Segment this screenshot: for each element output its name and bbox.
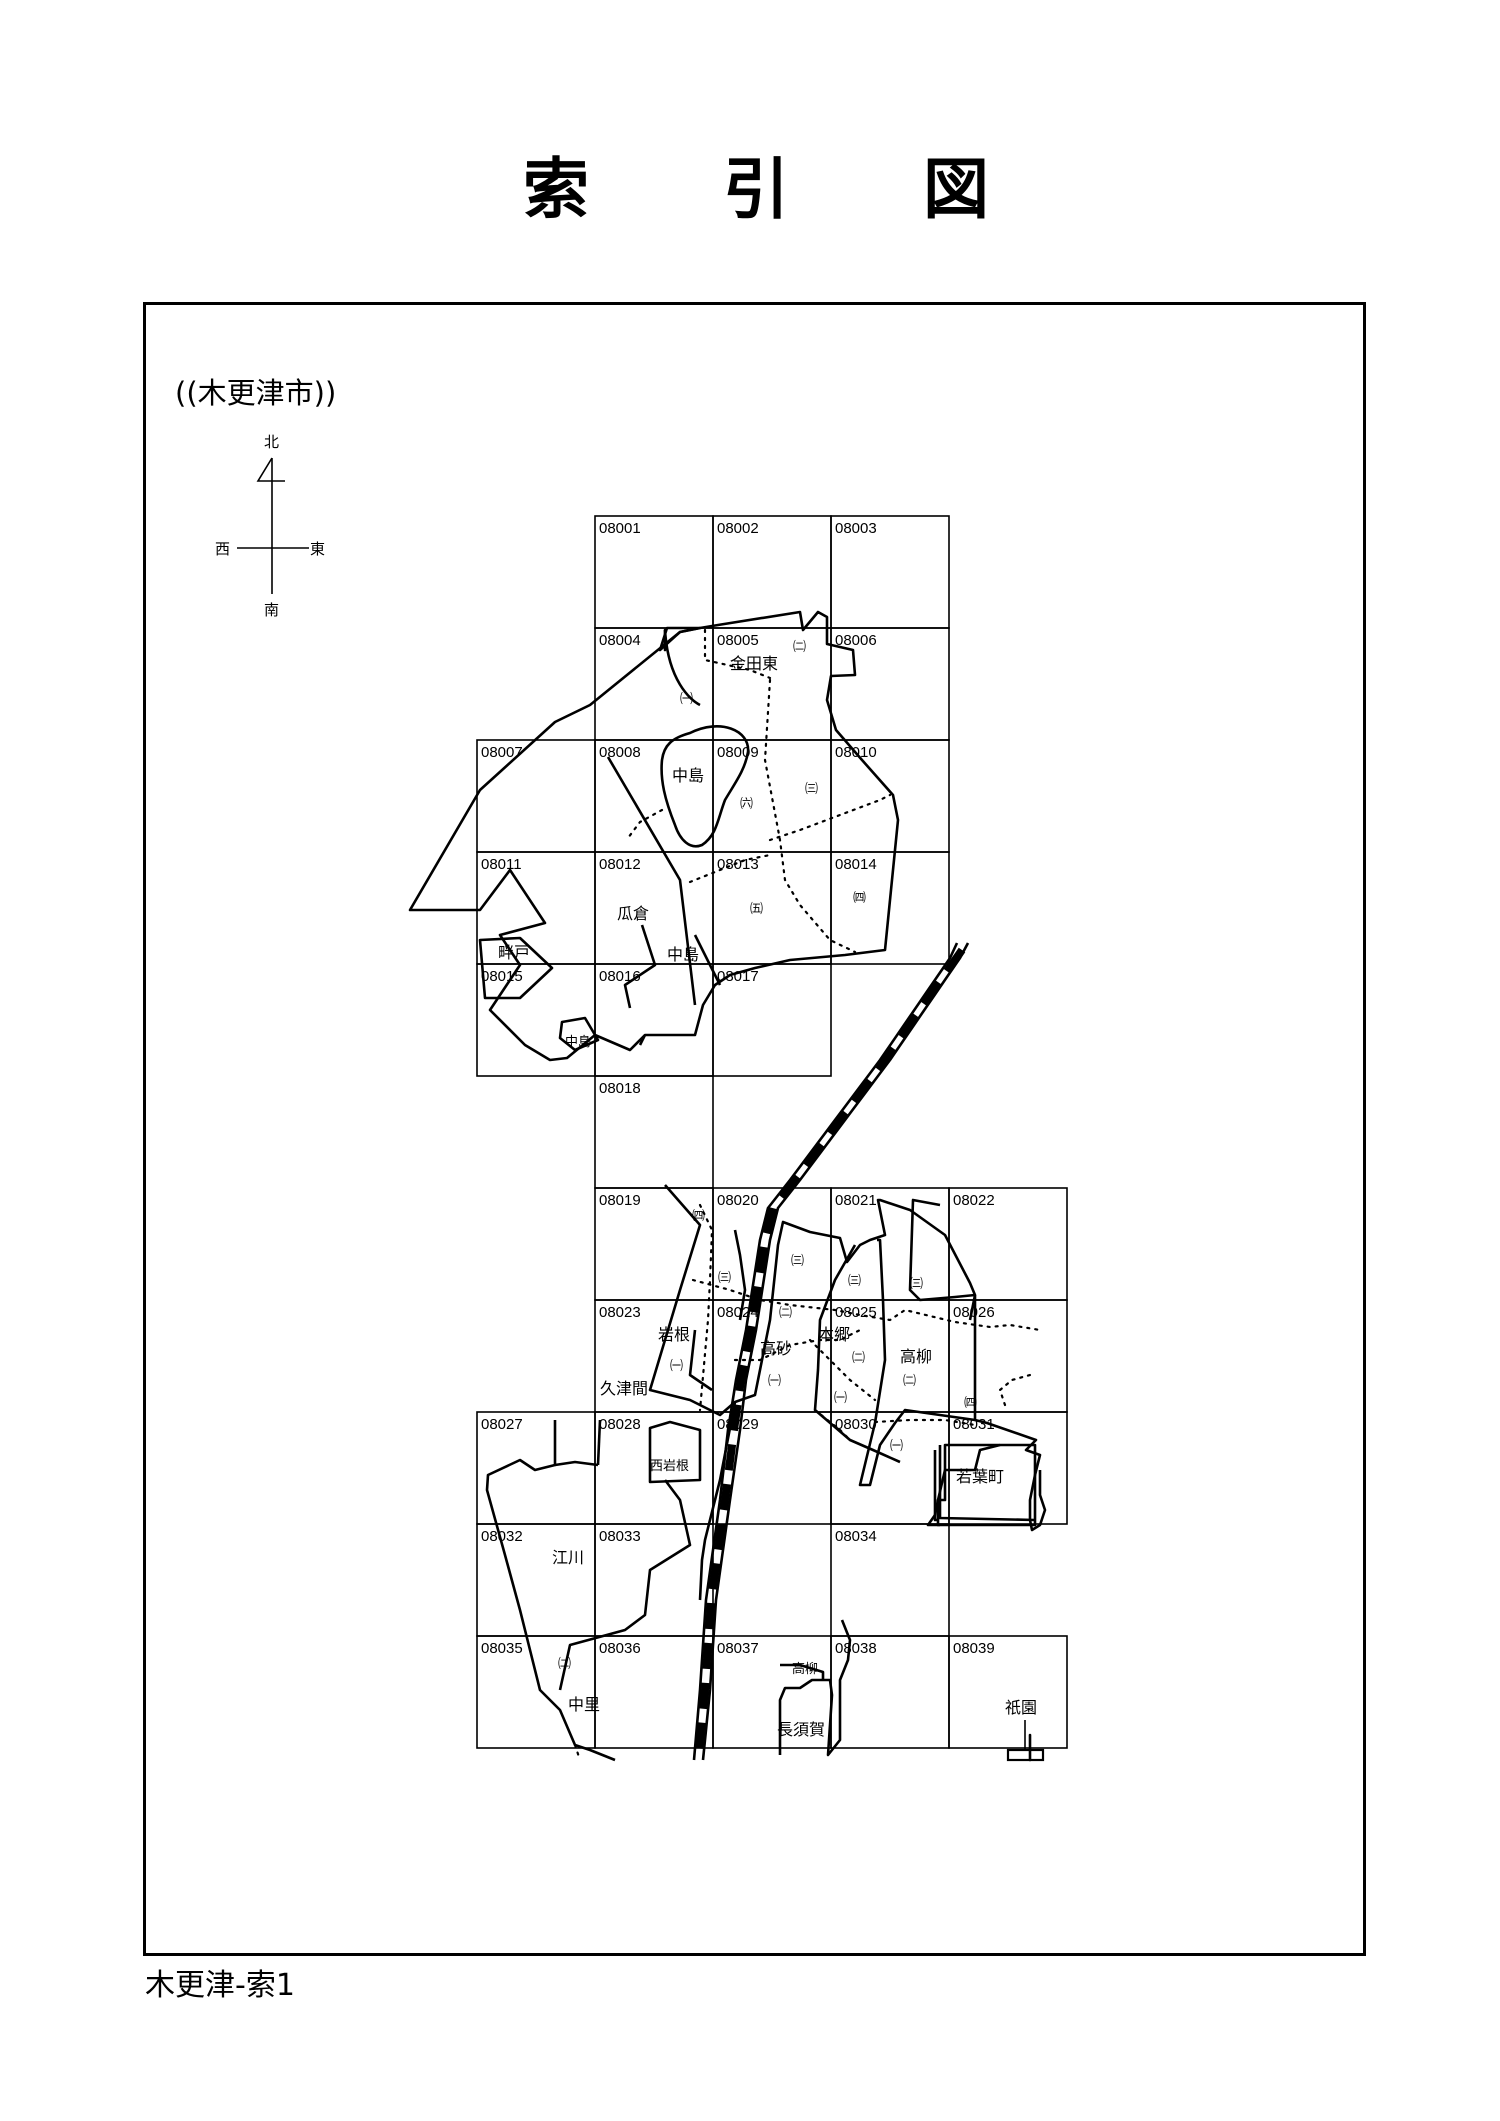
label-kanedahigashi-6: ㈥ — [740, 797, 753, 812]
grid-cell-id: 08012 — [599, 856, 641, 873]
grid-cell[interactable] — [948, 1635, 1068, 1749]
grid-cell-id: 08037 — [717, 1640, 759, 1657]
label-nishiiwane: 西岩根 — [650, 1459, 689, 1474]
label-takayanagi-3: ㈢ — [910, 1277, 923, 1292]
compass-south: 南 — [264, 601, 279, 619]
label-kanedahigashi-4: ㈣ — [853, 891, 866, 906]
grid-cell-id: 08033 — [599, 1528, 641, 1545]
page-title: 索 引 図 — [0, 150, 1500, 230]
compass-icon: 北 南 西 東 — [215, 433, 325, 619]
map-frame — [143, 302, 1366, 1956]
grid-cell-id: 08007 — [481, 744, 523, 761]
sub-boundaries — [573, 628, 1042, 1762]
label-takayanagi-1: ㈠ — [890, 1439, 903, 1454]
label-egawa: 江川 — [552, 1548, 584, 1567]
label-iwane-1: ㈠ — [670, 1359, 683, 1374]
grid-cell-id: 08003 — [835, 520, 877, 537]
label-takayanagi-2: ㈡ — [903, 1374, 916, 1389]
grid-cell-id: 08002 — [717, 520, 759, 537]
label-nakajima-1: 中島 — [672, 766, 704, 785]
label-nakajima-2: 中島 — [667, 945, 699, 964]
label-kanedahigashi-2: ㈡ — [793, 640, 806, 655]
grid-cell-id: 08008 — [599, 744, 641, 761]
label-hongo-1: ㈠ — [834, 1391, 847, 1406]
district-boundaries — [408, 610, 1047, 1762]
grid-cell-id: 08017 — [717, 968, 759, 985]
label-wakabacho: 若葉町 — [956, 1467, 1004, 1486]
grid-cell-id: 08006 — [835, 632, 877, 649]
grid-cell-id: 08032 — [481, 1528, 523, 1545]
grid-cell[interactable] — [830, 851, 950, 965]
label-egawa-2: ㈡ — [558, 1657, 571, 1672]
title-char-1: 索 — [523, 151, 589, 228]
title-char-3: 図 — [923, 151, 989, 228]
label-kutsuma: 久津間 — [600, 1379, 648, 1398]
label-takasuna-1: ㈠ — [768, 1374, 781, 1389]
index-grid: 08001 08002 08003 08004 08005 08006 08007 08008… — [476, 515, 1068, 1749]
grid-cell-id: 08019 — [599, 1192, 641, 1209]
label-hongo: 本郷 — [818, 1325, 850, 1344]
grid-cell-id: 08031 — [953, 1416, 995, 1433]
grid-cell-id: 08018 — [599, 1080, 641, 1097]
label-nakazato-1: 中里 — [568, 1695, 600, 1714]
label-gion: 祇園 — [1005, 1698, 1037, 1717]
grid-cell-id: 08022 — [953, 1192, 995, 1209]
grid-cell-id: 08005 — [717, 632, 759, 649]
label-takayanagi-small: 高柳 — [792, 1661, 818, 1677]
grid-cell-id: 08001 — [599, 520, 641, 537]
label-takayanagi-4: ㈣ — [964, 1396, 977, 1411]
grid-cell-id: 08025 — [835, 1304, 877, 1321]
grid-cell-id: 08035 — [481, 1640, 523, 1657]
grid-cell-id: 08023 — [599, 1304, 641, 1321]
area-labels: 金田東 ㈡ ㈠ 中島 ㈥ ㈢ 瓜倉 ㈤ ㈣ 中島 畔戸 中島 ㈣ ㈢ ㈢ ㈡ ㈢… — [498, 640, 1037, 1739]
grid-cell-id: 08038 — [835, 1640, 877, 1657]
label-takayanagi: 高柳 — [900, 1347, 932, 1366]
grid-cell-id: 08028 — [599, 1416, 641, 1433]
city-name: ((木更津市)) — [175, 376, 337, 410]
compass-west: 西 — [215, 540, 230, 558]
label-hongo-2: ㈡ — [852, 1351, 865, 1366]
label-kanedahigashi-5: ㈤ — [750, 902, 763, 917]
grid-cell-id: 08021 — [835, 1192, 877, 1209]
label-takasuna-3: ㈢ — [791, 1254, 804, 1269]
grid-cell-id: 08015 — [481, 968, 523, 985]
label-kanedahigashi-1: ㈠ — [680, 692, 693, 707]
label-takasuna-2: ㈡ — [779, 1306, 792, 1321]
compass-east: 東 — [310, 540, 325, 558]
grid-cell-id: 08036 — [599, 1640, 641, 1657]
grid-cell-id: 08013 — [717, 856, 759, 873]
grid-cell-id: 08030 — [835, 1416, 877, 1433]
label-kanedahigashi: 金田東 — [730, 654, 778, 673]
label-iwane-3: ㈢ — [718, 1271, 731, 1286]
page-footer: 木更津-索1 — [145, 1968, 295, 2003]
grid-cell-id: 08039 — [953, 1640, 995, 1657]
label-kanedahigashi-3: ㈢ — [805, 782, 818, 797]
label-nagasuka: 長須賀 — [777, 1720, 825, 1739]
compass-north: 北 — [264, 433, 279, 451]
label-azeto: 畔戸 — [498, 943, 530, 962]
label-iwane: 岩根 — [658, 1325, 690, 1344]
grid-cell-id: 08016 — [599, 968, 641, 985]
label-urikura: 瓜倉 — [617, 904, 649, 923]
grid-cell-id: 08004 — [599, 632, 641, 649]
grid-cell-id: 08027 — [481, 1416, 523, 1433]
label-hongo-3: ㈢ — [848, 1274, 861, 1289]
grid-cell-id: 08020 — [717, 1192, 759, 1209]
title-char-2: 引 — [723, 151, 789, 228]
label-takasuna: 高砂 — [760, 1339, 792, 1358]
grid-cell-id: 08034 — [835, 1528, 877, 1545]
label-iwane-4: ㈣ — [692, 1209, 705, 1224]
grid-cell-id: 08011 — [481, 856, 522, 873]
grid-cell-id: 08009 — [717, 744, 759, 761]
label-nakajima-3: 中島 — [565, 1035, 591, 1050]
grid-cell-id: 08014 — [835, 856, 877, 873]
